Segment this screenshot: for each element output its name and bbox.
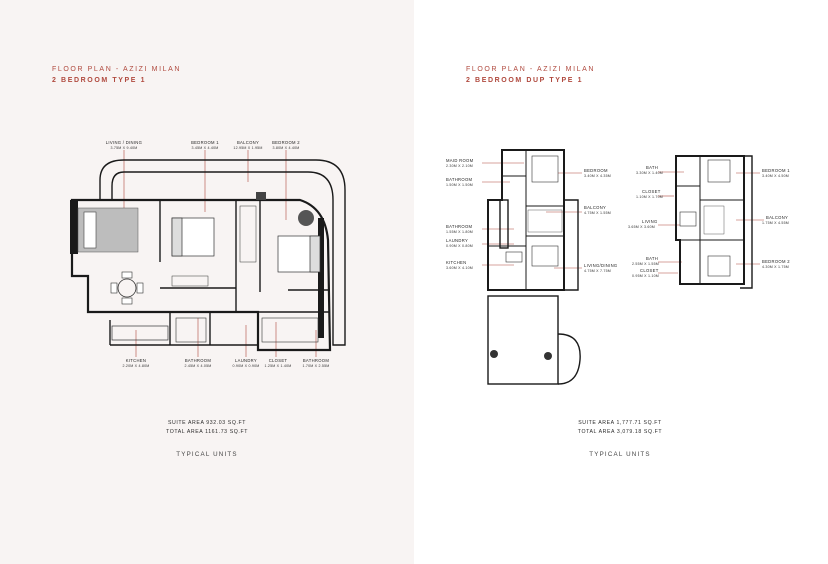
right-living-u-label: LIVING (642, 219, 658, 224)
right-bedroom-dim: 3.40M X 4.35M (584, 174, 611, 178)
left-bath2-label: BATHROOM (303, 358, 329, 363)
right-bath-a-dim: 1.50M X 1.50M (446, 183, 473, 187)
right-header: FLOOR PLAN - AZIZI MILAN 2 BEDROOM DUP T… (466, 64, 595, 86)
right-bedroom-label: BEDROOM (584, 168, 608, 173)
right-bath-b-dim: 1.55M X 1.80M (446, 230, 473, 234)
right-closet-u-dim: 1.10M X 1.70M (636, 195, 663, 199)
right-bath-a-label: BATHROOM (446, 177, 472, 182)
right-floor-plan: MAID ROOM 2.30M X 2.10M BATHROOM 1.50M X… (446, 149, 790, 385)
left-kitchen-label: KITCHEN (126, 358, 146, 363)
right-kitchen-label: KITCHEN (446, 260, 466, 265)
left-laundry-dim: 0.90M X 0.90M (233, 364, 260, 368)
right-laundry-label: LAUNDRY (446, 238, 468, 243)
right-bath-u2-dim: 2.55M X 1.55M (632, 262, 659, 266)
right-balcony-u-label: BALCONY (766, 215, 788, 220)
right-bath-u-dim: 3.30M X 1.40M (636, 171, 663, 175)
left-balcony-label: BALCONY (237, 140, 259, 145)
left-kitchen-dim: 2.20M X 4.80M (123, 364, 150, 368)
right-closet-u2-label: CLOSET (640, 268, 659, 273)
left-bed1-label: BEDROOM 1 (191, 140, 219, 145)
right-bath-u-label: BATH (646, 165, 658, 170)
right-typical-units: TYPICAL UNITS (589, 451, 651, 458)
right-header-title: FLOOR PLAN - AZIZI MILAN (466, 66, 596, 73)
left-bath1-dim: 2.45M X 4.05M (185, 364, 212, 368)
left-total-area: TOTAL AREA 1161.73 SQ.FT (166, 429, 248, 435)
right-bed1-u-dim: 3.40M X 4.50M (762, 174, 789, 178)
left-suite-area: SUITE AREA 932.03 SQ.FT (167, 420, 247, 426)
left-typical-units: TYPICAL UNITS (176, 451, 238, 458)
right-balcony-dim: 4.75M X 1.55M (584, 211, 611, 215)
left-bed2-dim: 3.80M X 4.40M (273, 146, 300, 150)
right-living-u-dim: 3.65M X 3.60M (628, 225, 655, 229)
right-bath-b-label: BATHROOM (446, 224, 472, 229)
left-closet-dim: 1.25M X 1.40M (265, 364, 292, 368)
right-bed2-u-label: BEDROOM 2 (762, 259, 790, 264)
right-kitchen-dim: 3.60M X 4.10M (446, 266, 473, 270)
right-maid-label: MAID ROOM (446, 158, 474, 163)
right-bath-u2-label: BATH (646, 256, 658, 261)
left-living-label: LIVING / DINING (106, 140, 142, 145)
left-bath1-label: BATHROOM (185, 358, 211, 363)
right-balcony-u-dim: 1.75M X 4.55M (762, 221, 789, 225)
right-panel: FLOOR PLAN - AZIZI MILAN 2 BEDROOM DUP T… (414, 0, 828, 564)
left-header-subtitle: 2 BEDROOM TYPE 1 (52, 77, 147, 84)
left-header: FLOOR PLAN - AZIZI MILAN 2 BEDROOM TYPE … (52, 64, 181, 86)
right-maid-dim: 2.30M X 2.10M (446, 164, 473, 168)
right-living-dim: 4.75M X 7.75M (584, 269, 611, 273)
right-balcony-label: BALCONY (584, 205, 606, 210)
left-bath2-dim: 1.70M X 2.55M (303, 364, 330, 368)
left-closet-label: CLOSET (269, 358, 288, 363)
right-total-area: TOTAL AREA 3,079.18 SQ.FT (577, 429, 663, 435)
left-panel: FLOOR PLAN - AZIZI MILAN 2 BEDROOM TYPE … (0, 0, 414, 564)
right-header-subtitle: 2 BEDROOM DUP TYPE 1 (466, 77, 584, 84)
right-area-summary: SUITE AREA 1,777.71 SQ.FT TOTAL AREA 3,0… (520, 419, 720, 437)
right-closet-u2-dim: 0.95M X 1.10M (632, 274, 659, 278)
right-laundry-dim: 0.90M X 0.80M (446, 244, 473, 248)
left-laundry-label: LAUNDRY (235, 358, 257, 363)
left-bed2-label: BEDROOM 2 (272, 140, 300, 145)
left-header-title: FLOOR PLAN - AZIZI MILAN (52, 66, 182, 73)
left-balcony-dim: 12.95M X 1.95M (233, 146, 262, 150)
left-living-dim: 3.75M X 9.40M (111, 146, 138, 150)
left-bed1-dim: 3.45M X 4.40M (192, 146, 219, 150)
right-living-label: LIVING/DINING (584, 263, 617, 268)
right-suite-area: SUITE AREA 1,777.71 SQ.FT (578, 420, 662, 426)
right-closet-u-label: CLOSET (642, 189, 661, 194)
right-bed1-u-label: BEDROOM 1 (762, 168, 790, 173)
right-bed2-u-dim: 4.30M X 1.75M (762, 265, 789, 269)
left-floor-plan: LIVING / DINING 3.75M X 9.40M BEDROOM 1 … (70, 140, 346, 368)
left-area-summary: SUITE AREA 932.03 SQ.FT TOTAL AREA 1161.… (107, 419, 307, 437)
